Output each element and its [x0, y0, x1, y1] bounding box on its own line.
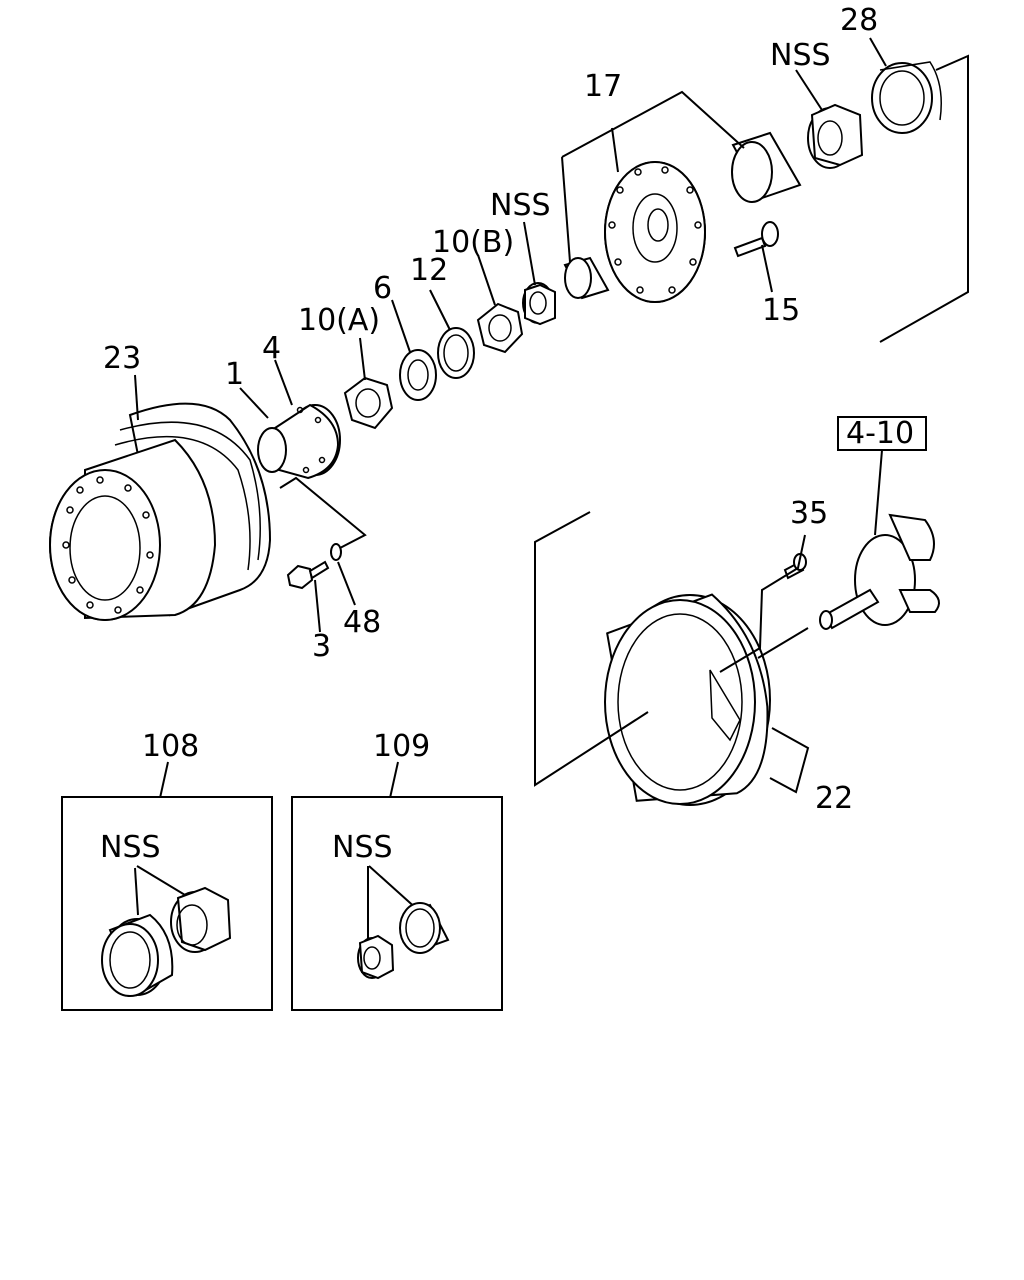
- callout-4-10-box: [837, 416, 927, 451]
- kit-109-cup: [399, 902, 450, 954]
- callout-4: 4: [262, 331, 281, 366]
- brake-drum-part[interactable]: [49, 402, 272, 621]
- callout-4-10: 4-10: [846, 416, 914, 451]
- callout-17: 17: [584, 69, 622, 104]
- callout-48: 48: [343, 605, 381, 640]
- inner-bearing-cup-part[interactable]: [563, 256, 610, 300]
- wheel-hub-part[interactable]: [604, 161, 707, 303]
- callout-3: 3: [312, 629, 331, 664]
- hub-cap-part[interactable]: [257, 403, 341, 480]
- kit-108-box[interactable]: [61, 796, 273, 1011]
- callout-labels: 23 1 4 10(A) 6 12 10(B) NSS 17 NSS 28 15…: [100, 3, 927, 865]
- washer-48-part[interactable]: [330, 543, 342, 561]
- backing-plate-part[interactable]: [604, 588, 782, 810]
- steering-knuckle-part[interactable]: [819, 513, 940, 630]
- outer-bearing-cone-part[interactable]: [807, 103, 864, 169]
- bolt-3-part[interactable]: [286, 560, 330, 590]
- callout-22: 22: [815, 781, 853, 816]
- callout-1: 1: [225, 357, 244, 392]
- callout-nss-108: NSS: [100, 830, 161, 865]
- washer-6-part[interactable]: [399, 349, 437, 401]
- callout-nss-inner: NSS: [490, 188, 551, 223]
- oil-seal-part[interactable]: [871, 61, 942, 134]
- callout-109: 109: [373, 729, 430, 764]
- callout-nss-outer: NSS: [770, 38, 831, 73]
- callout-35: 35: [790, 496, 828, 531]
- callout-nss-109: NSS: [332, 830, 393, 865]
- callout-23: 23: [103, 341, 141, 376]
- kit-108-cone: [170, 886, 232, 953]
- callout-12: 12: [410, 253, 448, 288]
- callout-6: 6: [373, 271, 392, 306]
- callout-10a: 10(A): [298, 303, 380, 338]
- kit-109-box[interactable]: [291, 796, 503, 1011]
- lock-washer-12-part[interactable]: [437, 327, 475, 379]
- inner-bearing-cone-part[interactable]: [522, 282, 556, 326]
- callout-28: 28: [840, 3, 878, 38]
- outer-bearing-cup-part[interactable]: [731, 131, 802, 203]
- kit-109-cone: [357, 934, 395, 980]
- lock-nut-a-part[interactable]: [343, 376, 394, 430]
- hub-bolt-part[interactable]: [733, 221, 779, 258]
- lock-nut-b-part[interactable]: [476, 302, 524, 354]
- callout-15: 15: [762, 293, 800, 328]
- kit-108-cup: [101, 913, 174, 997]
- leader-lines: [134, 37, 969, 799]
- callout-10b: 10(B): [432, 225, 514, 260]
- callout-108: 108: [142, 729, 199, 764]
